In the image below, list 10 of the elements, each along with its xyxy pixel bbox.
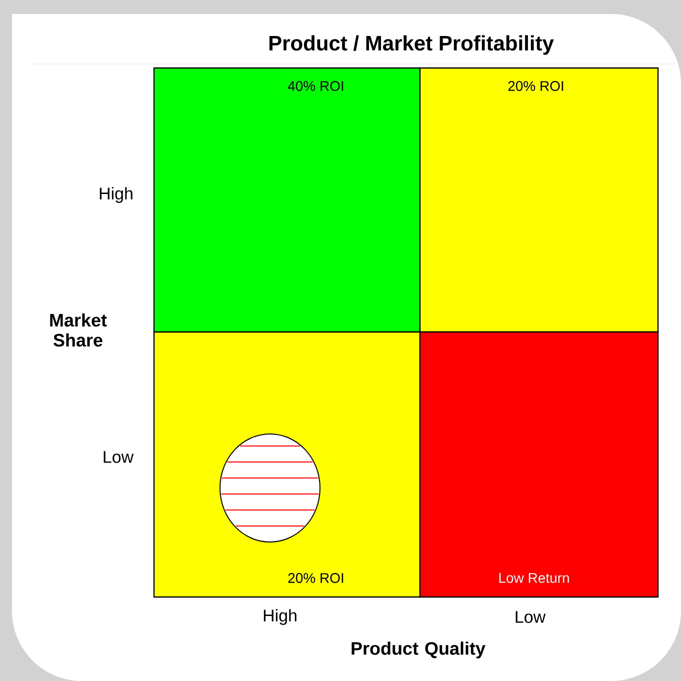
quadrant-box: 40% ROI [153, 67, 421, 333]
axis-value: High [100, 187, 132, 203]
axis-title: Product Quality [352, 642, 486, 658]
axis-title: Market Share [50, 313, 107, 347]
hatched-circle [220, 434, 320, 542]
quadrant-box: Low Return [419, 331, 659, 598]
axis-value: High [264, 609, 296, 625]
quadrant-box: 20% ROI [419, 67, 659, 333]
chart-title: Product / Market Profitability [269, 35, 554, 55]
axis-value: Low [104, 451, 134, 463]
